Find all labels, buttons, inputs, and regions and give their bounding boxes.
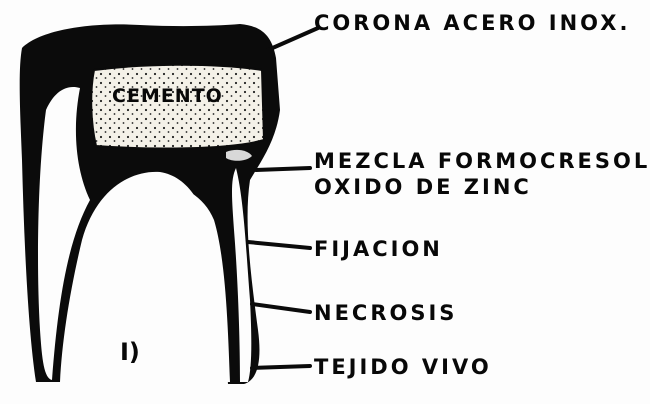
label-live-tissue: TEJIDO VIVO bbox=[314, 355, 492, 379]
leader-necrosis bbox=[252, 304, 310, 312]
leader-live-tissue bbox=[252, 366, 310, 368]
root-canal bbox=[72, 183, 230, 382]
label-mix-line2: OXIDO DE ZINC bbox=[314, 175, 532, 199]
label-mix-line1: MEZCLA FORMOCRESOL bbox=[314, 149, 650, 173]
label-fixation: FIJACION bbox=[314, 237, 443, 261]
figure-number: I) bbox=[120, 338, 140, 366]
label-crown: CORONA ACERO INOX. bbox=[314, 11, 630, 35]
label-necrosis: NECROSIS bbox=[314, 301, 457, 325]
leader-mix bbox=[256, 168, 310, 170]
leader-crown bbox=[268, 28, 318, 50]
leader-fixation bbox=[248, 242, 310, 248]
cement-label: CEMENTO bbox=[112, 85, 223, 107]
